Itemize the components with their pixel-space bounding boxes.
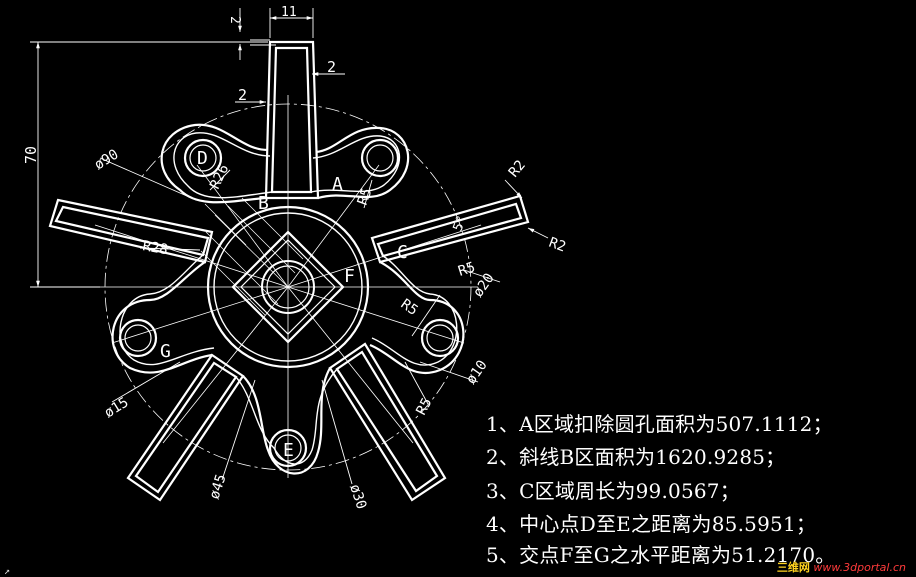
dim-r28: R28: [141, 238, 169, 258]
watermark-url: www.3dportal.cn: [813, 561, 906, 574]
label-d: D: [197, 148, 208, 169]
note-4: 4、中心点D至E之距离为85.5951；: [486, 512, 817, 536]
watermark-site-name: 三维网: [776, 561, 810, 574]
dim-r2-side: R2: [547, 235, 568, 256]
label-c: C: [397, 242, 408, 263]
label-a: A: [332, 174, 343, 195]
dim-top-width: 11: [281, 5, 297, 20]
dim-r5-bottom: R5: [413, 395, 435, 417]
dim-dia-45: ø45: [207, 472, 230, 501]
dim-dia-15: ø15: [102, 394, 132, 421]
dim-height: 70: [22, 146, 40, 164]
dim-r5-low: R5: [398, 296, 421, 319]
watermark: 三维网 www.3dportal.cn: [777, 559, 906, 575]
dim-r5-mid: R5: [456, 259, 477, 279]
bolt-holes: [118, 138, 460, 468]
dim-r26: R26: [207, 162, 232, 192]
dim-slot-taper-left: 2: [238, 86, 247, 104]
label-g: G: [160, 341, 171, 362]
dim-slot-taper-right: 2: [327, 58, 336, 76]
dim-dia-90: ø90: [92, 146, 122, 173]
dim-dia-10: ø10: [463, 357, 491, 387]
dim-r2-top: R2: [506, 157, 529, 180]
hole-d: [183, 138, 223, 178]
dim-r5-top: R5: [355, 186, 376, 207]
part-outline: [48, 40, 530, 502]
dim-angle-5: 5°: [451, 214, 470, 234]
dim-dia-30: ø30: [346, 482, 369, 511]
note-3: 3、C区域周长为99.0567；: [486, 479, 740, 503]
hole-e: [268, 428, 308, 468]
hub: [206, 205, 370, 369]
dimension-lines: [30, 8, 549, 485]
center-lines: [94, 95, 482, 478]
dim-top-gap: 2: [227, 16, 242, 24]
note-1: 1、A区域扣除圆孔面积为507.1112；: [486, 412, 833, 436]
label-e: E: [283, 440, 294, 461]
note-2: 2、斜线B区面积为1620.9285；: [486, 445, 786, 469]
point-labels: A B C D E F G: [160, 148, 408, 461]
note-5: 5、交点F至G之水平距离为51.2170。: [486, 543, 836, 567]
ucs-axis-icon: ↗: [4, 566, 11, 577]
label-b: B: [258, 193, 269, 214]
label-f: F: [344, 266, 355, 287]
